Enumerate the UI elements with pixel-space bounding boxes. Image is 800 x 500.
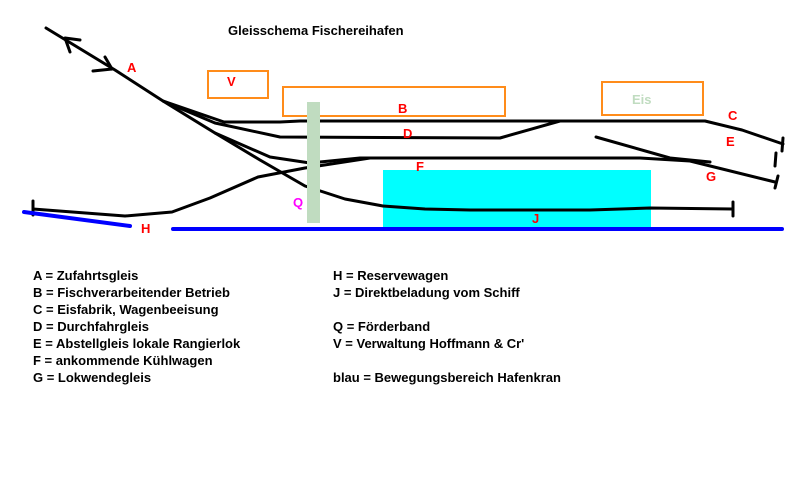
legend-item: A = Zufahrtsgleis	[33, 268, 139, 283]
legend-item: G = Lokwendegleis	[33, 370, 152, 385]
track-diagram: A V B Eis C D E F G Q J H	[22, 26, 785, 236]
conveyor-q	[307, 102, 320, 223]
track-g	[594, 135, 712, 164]
ship-loading-area	[383, 170, 651, 227]
building-v-administration	[207, 70, 269, 99]
track-a-access	[44, 26, 385, 208]
label-eis: Eis	[632, 92, 652, 107]
building-b-fish-processing	[282, 86, 506, 117]
legend-item: H = Reservewagen	[333, 268, 449, 283]
track-j	[381, 204, 735, 212]
legend-item: blau = Bewegungsbereich Hafenkran	[333, 370, 561, 385]
diagram-title: Gleisschema Fischereihafen	[228, 23, 404, 38]
label-g: G	[706, 169, 716, 184]
label-f: F	[416, 159, 424, 174]
label-a: A	[127, 60, 137, 75]
legend-spacer	[333, 352, 561, 369]
legend-left: A = Zufahrtsgleis B = Fischverarbeitende…	[33, 267, 240, 386]
track-d	[161, 99, 562, 140]
label-j: J	[532, 211, 539, 226]
legend-item: E = Abstellgleis lokale Rangierlok	[33, 336, 241, 351]
legend-item: C = Eisfabrik, Wagenbeeisung	[33, 302, 219, 317]
label-b: B	[398, 101, 407, 116]
legend-item: J = Direktbeladung vom Schiff	[333, 285, 520, 300]
label-d: D	[403, 126, 412, 141]
track-h-reserve	[31, 156, 372, 218]
crane-area-h	[22, 210, 132, 228]
legend-item: F = ankommende Kühlwagen	[33, 353, 213, 368]
legend-item: B = Fischverarbeitender Betrieb	[33, 285, 230, 300]
legend-item: V = Verwaltung Hoffmann & Cr'	[333, 336, 525, 351]
legend-item: Q = Förderband	[333, 319, 431, 334]
label-e: E	[726, 134, 735, 149]
arrow-out-icon	[63, 36, 82, 54]
legend-spacer	[333, 301, 561, 318]
track-c	[161, 99, 785, 146]
label-q: Q	[293, 195, 303, 210]
label-h: H	[141, 221, 150, 236]
label-v: V	[227, 74, 236, 89]
label-c: C	[728, 108, 738, 123]
legend-right: H = Reservewagen J = Direktbeladung vom …	[333, 267, 561, 386]
arrow-in-icon	[91, 55, 114, 73]
legend-item: D = Durchfahrgleis	[33, 319, 149, 334]
building-eis-ice-factory	[601, 81, 704, 116]
